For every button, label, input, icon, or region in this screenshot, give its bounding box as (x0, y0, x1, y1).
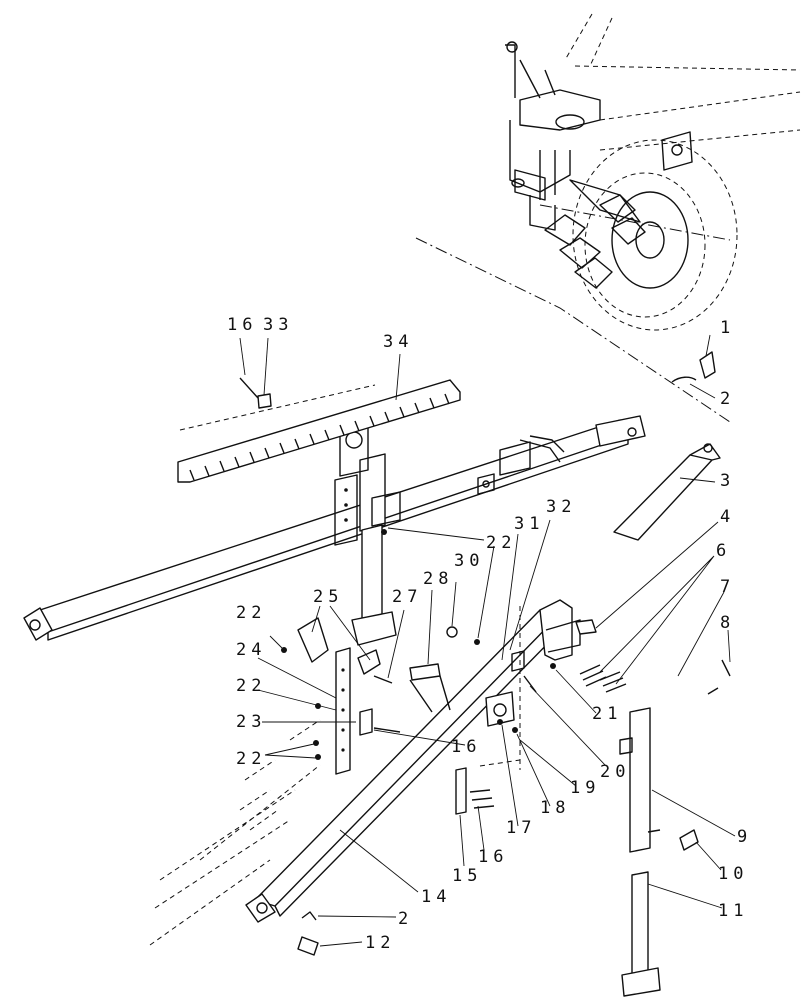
callout-20: 20 (600, 762, 630, 782)
callout-19: 19 (570, 778, 600, 798)
callout-17: 17 (506, 818, 536, 838)
callout-4: 4 (720, 507, 735, 527)
callout-2-lower: 2 (398, 909, 413, 929)
callout-24: 24 (236, 640, 266, 660)
callout-12: 12 (365, 933, 395, 953)
callout-8: 8 (720, 613, 735, 633)
callout-labels: 1 2 2 3 4 6 7 8 9 10 11 12 14 15 16 16 1… (227, 315, 752, 953)
callout-16-lower: 16 (478, 847, 508, 867)
callout-30: 30 (454, 551, 484, 571)
small-components (149, 351, 731, 997)
leader-lines (239, 334, 736, 947)
callout-27: 27 (392, 587, 422, 607)
callout-6: 6 (716, 541, 731, 561)
callout-22-c: 22 (236, 749, 266, 769)
callout-16-middle: 16 (451, 737, 481, 757)
callout-22-a: 22 (236, 603, 266, 623)
callout-2-upper: 2 (720, 389, 735, 409)
callout-11: 11 (718, 901, 748, 921)
callout-22-d: 22 (486, 533, 516, 553)
callout-22-b: 22 (236, 676, 266, 696)
callout-18: 18 (540, 798, 570, 818)
callout-21: 21 (592, 704, 622, 724)
upper-tongue-assembly (23, 379, 646, 646)
callout-31: 31 (514, 514, 544, 534)
callout-25: 25 (313, 587, 343, 607)
callout-7: 7 (720, 577, 735, 597)
callout-33: 33 (263, 315, 293, 335)
callout-15: 15 (452, 866, 482, 886)
lower-tongue-assembly (245, 599, 581, 923)
callout-16-upper: 16 (227, 315, 257, 335)
callout-1: 1 (720, 318, 735, 338)
callout-10: 10 (718, 864, 748, 884)
callout-28: 28 (423, 569, 453, 589)
callout-34: 34 (383, 332, 413, 352)
machine-frame-and-wheel (415, 13, 801, 423)
callout-14: 14 (421, 887, 451, 907)
callout-9: 9 (737, 827, 752, 847)
callout-23: 23 (236, 712, 266, 732)
callout-32: 32 (546, 497, 576, 517)
callout-3: 3 (720, 471, 735, 491)
